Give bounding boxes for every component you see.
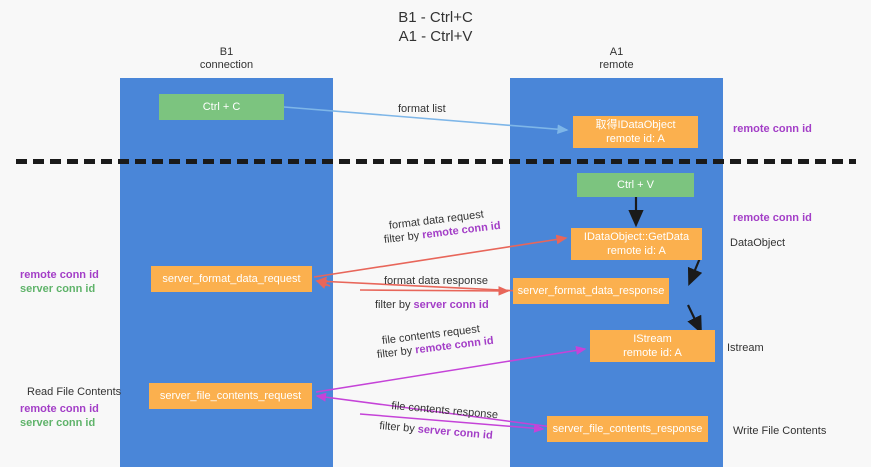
lane-header-b1: B1 connection: [199, 46, 254, 71]
node-istream[interactable]: IStream remote id: A: [590, 330, 715, 362]
node-ctrl-c[interactable]: Ctrl + C: [159, 94, 284, 120]
edge-label-file-contents-response-filter: filter by server conn id: [379, 419, 494, 444]
section-divider: [16, 159, 856, 164]
edge-label-file-contents-response: file contents response: [390, 399, 499, 422]
filter-prefix: filter by: [383, 229, 423, 247]
annotation-read-file-contents: Read File Contents: [27, 386, 122, 398]
annotation-write-file-contents: Write File Contents: [733, 425, 827, 437]
node-label: server_file_contents_request: [159, 390, 302, 402]
annotation-left-conn-ids-bottom: remote conn id server conn id: [20, 402, 99, 430]
node-server-format-data-response[interactable]: server_format_data_response: [513, 278, 669, 304]
annotation-server-conn-id: server conn id: [20, 417, 96, 429]
node-label: 取得IDataObject: [595, 119, 676, 131]
annotation-remote-conn-id: remote conn id: [20, 269, 99, 281]
annotation-left-conn-ids-mid: remote conn id server conn id: [20, 268, 99, 296]
node-sublabel: remote id: A: [623, 347, 682, 359]
node-server-file-contents-response[interactable]: server_file_contents_response: [547, 416, 708, 442]
node-label: Ctrl + V: [617, 179, 654, 191]
annotation-remote-conn-id: remote conn id: [20, 403, 99, 415]
annotation-server-conn-id: server conn id: [20, 283, 96, 295]
filter-prefix: filter by: [378, 419, 419, 436]
annotation-remote-conn-id-top: remote conn id: [733, 123, 812, 135]
edge-label-format-data-response: format data response: [384, 275, 488, 287]
filter-prefix: filter by: [376, 344, 416, 362]
filter-key: server conn id: [413, 299, 489, 311]
node-label: server_format_data_request: [162, 273, 301, 285]
annotation-dataobject: DataObject: [730, 237, 786, 249]
node-get-idataobject[interactable]: 取得IDataObject remote id: A: [573, 116, 698, 148]
annotation-remote-conn-id-mid: remote conn id: [733, 212, 812, 224]
edge-label-format-data-response-filter: filter by server conn id: [375, 298, 489, 313]
filter-prefix: filter by: [375, 299, 414, 311]
lane-header-a1: A1 remote: [599, 46, 634, 71]
node-sublabel: remote id: A: [607, 245, 666, 257]
node-label: Ctrl + C: [202, 101, 241, 113]
node-ctrl-v[interactable]: Ctrl + V: [577, 173, 694, 197]
node-label: server_file_contents_response: [552, 423, 703, 435]
edge-label-format-list: format list: [398, 103, 446, 115]
annotation-istream: Istream: [727, 342, 764, 354]
node-server-format-data-request[interactable]: server_format_data_request: [151, 266, 312, 292]
node-server-file-contents-request[interactable]: server_file_contents_request: [149, 383, 312, 409]
page-title: B1 - Ctrl+C A1 - Ctrl+V: [398, 9, 473, 45]
node-sublabel: remote id: A: [606, 133, 665, 145]
filter-key: server conn id: [417, 423, 494, 442]
node-label: server_format_data_response: [517, 285, 665, 297]
node-idataobject-getdata[interactable]: IDataObject::GetData remote id: A: [571, 228, 702, 260]
node-label: IStream: [633, 333, 672, 345]
node-label: IDataObject::GetData: [583, 231, 690, 243]
